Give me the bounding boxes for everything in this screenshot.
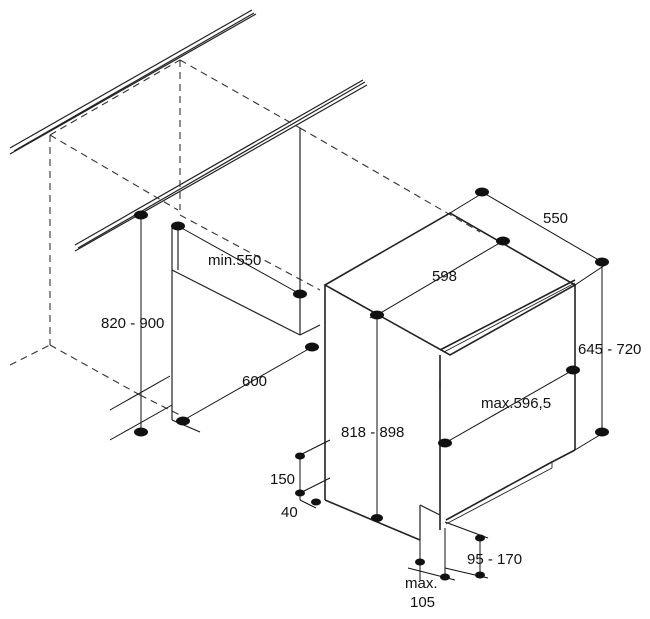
- niche-panels: [171, 128, 321, 420]
- label-40: 40: [281, 504, 298, 521]
- label-150: 150: [270, 471, 295, 488]
- niche-outline: [9, 59, 481, 416]
- label-max-line1: max.: [405, 575, 438, 592]
- dishwasher-body: [323, 212, 577, 541]
- dimension-markers: [134, 187, 609, 581]
- label-width: 598: [432, 268, 457, 285]
- label-niche-depth: min.550: [208, 252, 261, 269]
- label-height-range: 645 - 720: [578, 341, 641, 358]
- dimension-lines: [109, 190, 609, 581]
- label-max-line2: 105: [410, 594, 435, 611]
- label-niche-height: 820 - 900: [101, 315, 164, 332]
- label-depth: 550: [543, 210, 568, 227]
- label-door-max: max.596,5: [481, 395, 551, 412]
- label-plinth: 95 - 170: [467, 551, 522, 568]
- label-niche-width: 600: [242, 373, 267, 390]
- label-installed-height: 818 - 898: [341, 424, 404, 441]
- dimension-labels: 550 598 645 - 720 max.596,5 min.550 600 …: [101, 210, 641, 611]
- worktop: [9, 9, 368, 252]
